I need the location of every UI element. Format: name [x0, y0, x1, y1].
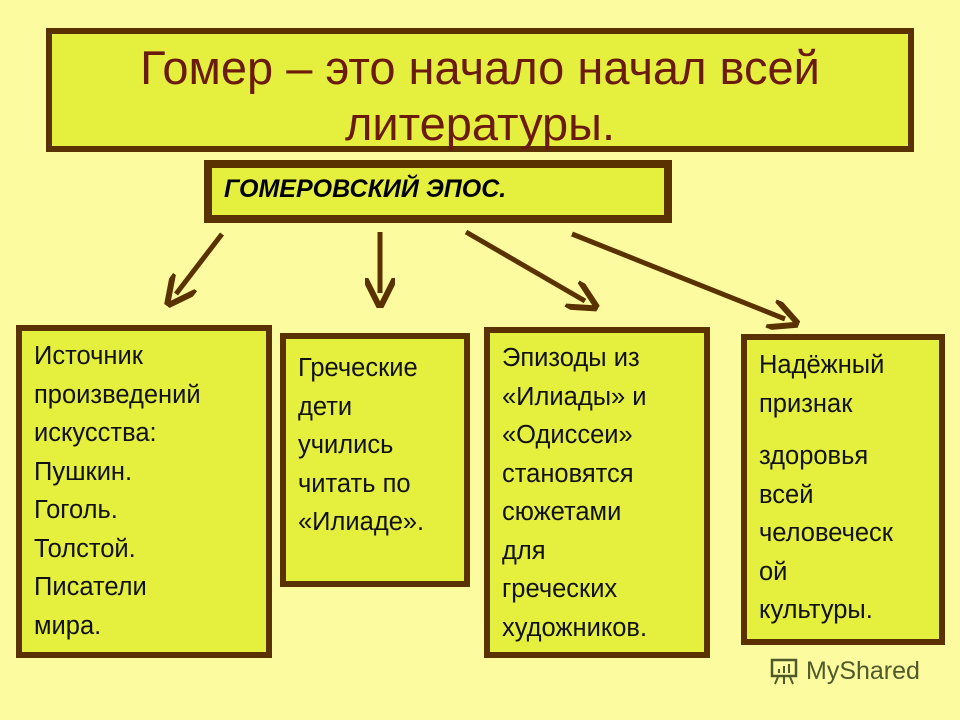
card-line: мира. [34, 611, 102, 640]
card-line: Греческие [298, 354, 418, 382]
card-health: Надёжный признак здоровья всей человеческ ой к… [741, 334, 945, 645]
watermark-logo: MyShared [768, 656, 920, 686]
title-line-2: литературы. [344, 97, 616, 150]
card-line: Эпизоды из [502, 344, 640, 372]
card-line: «Илиады» и [502, 382, 647, 411]
card-line: Надёжный [759, 351, 885, 379]
card-line: читать по [298, 469, 411, 498]
card-episodes: Эпизоды из «Илиады» и «Одиссеи» становятся с… [484, 327, 710, 658]
card-line: искусства: [34, 419, 157, 447]
card-source: Источник произведений искусства: Пушкин. Гог… [16, 325, 272, 658]
card-children: Греческие дети учились читать по «Илиаде». [280, 333, 470, 587]
card-line: художников. [502, 613, 648, 642]
card-line: здоровья [759, 442, 869, 470]
card-line: всей [759, 480, 814, 509]
card-line: Пушкин. [34, 457, 133, 486]
arrow-4 [571, 231, 785, 319]
title-box: Гомер – это начало начал всей литературы… [46, 28, 914, 152]
arrow-3 [464, 229, 585, 301]
card-line: Толстой. [34, 534, 136, 563]
card-line: учились [298, 431, 394, 459]
card-line: произведений [34, 380, 201, 409]
card-line: ой [759, 557, 788, 586]
card-line: Источник [34, 342, 143, 370]
watermark-text: MyShared [806, 656, 920, 685]
card-line: Гоголь. [34, 496, 118, 524]
card-line: Писатели [34, 573, 147, 601]
card-line: культуры. [759, 596, 873, 624]
card-line: дети [298, 392, 353, 421]
arrow-1 [176, 232, 224, 294]
card-line: признак [759, 389, 853, 418]
card-line: становятся [502, 459, 634, 488]
title-line-1: Гомер – это начало начал всей [140, 41, 820, 94]
presentation-icon [770, 658, 798, 685]
card-line: для [502, 536, 546, 565]
card-line: «Одиссеи» [502, 421, 633, 449]
card-line: греческих [502, 575, 618, 603]
card-line: «Илиаде». [298, 508, 425, 536]
card-line: человеческ [759, 519, 893, 547]
subtitle-box: ГОМЕРОВСКИЙ ЭПОС. [204, 160, 672, 223]
card-line: сюжетами [502, 498, 622, 526]
